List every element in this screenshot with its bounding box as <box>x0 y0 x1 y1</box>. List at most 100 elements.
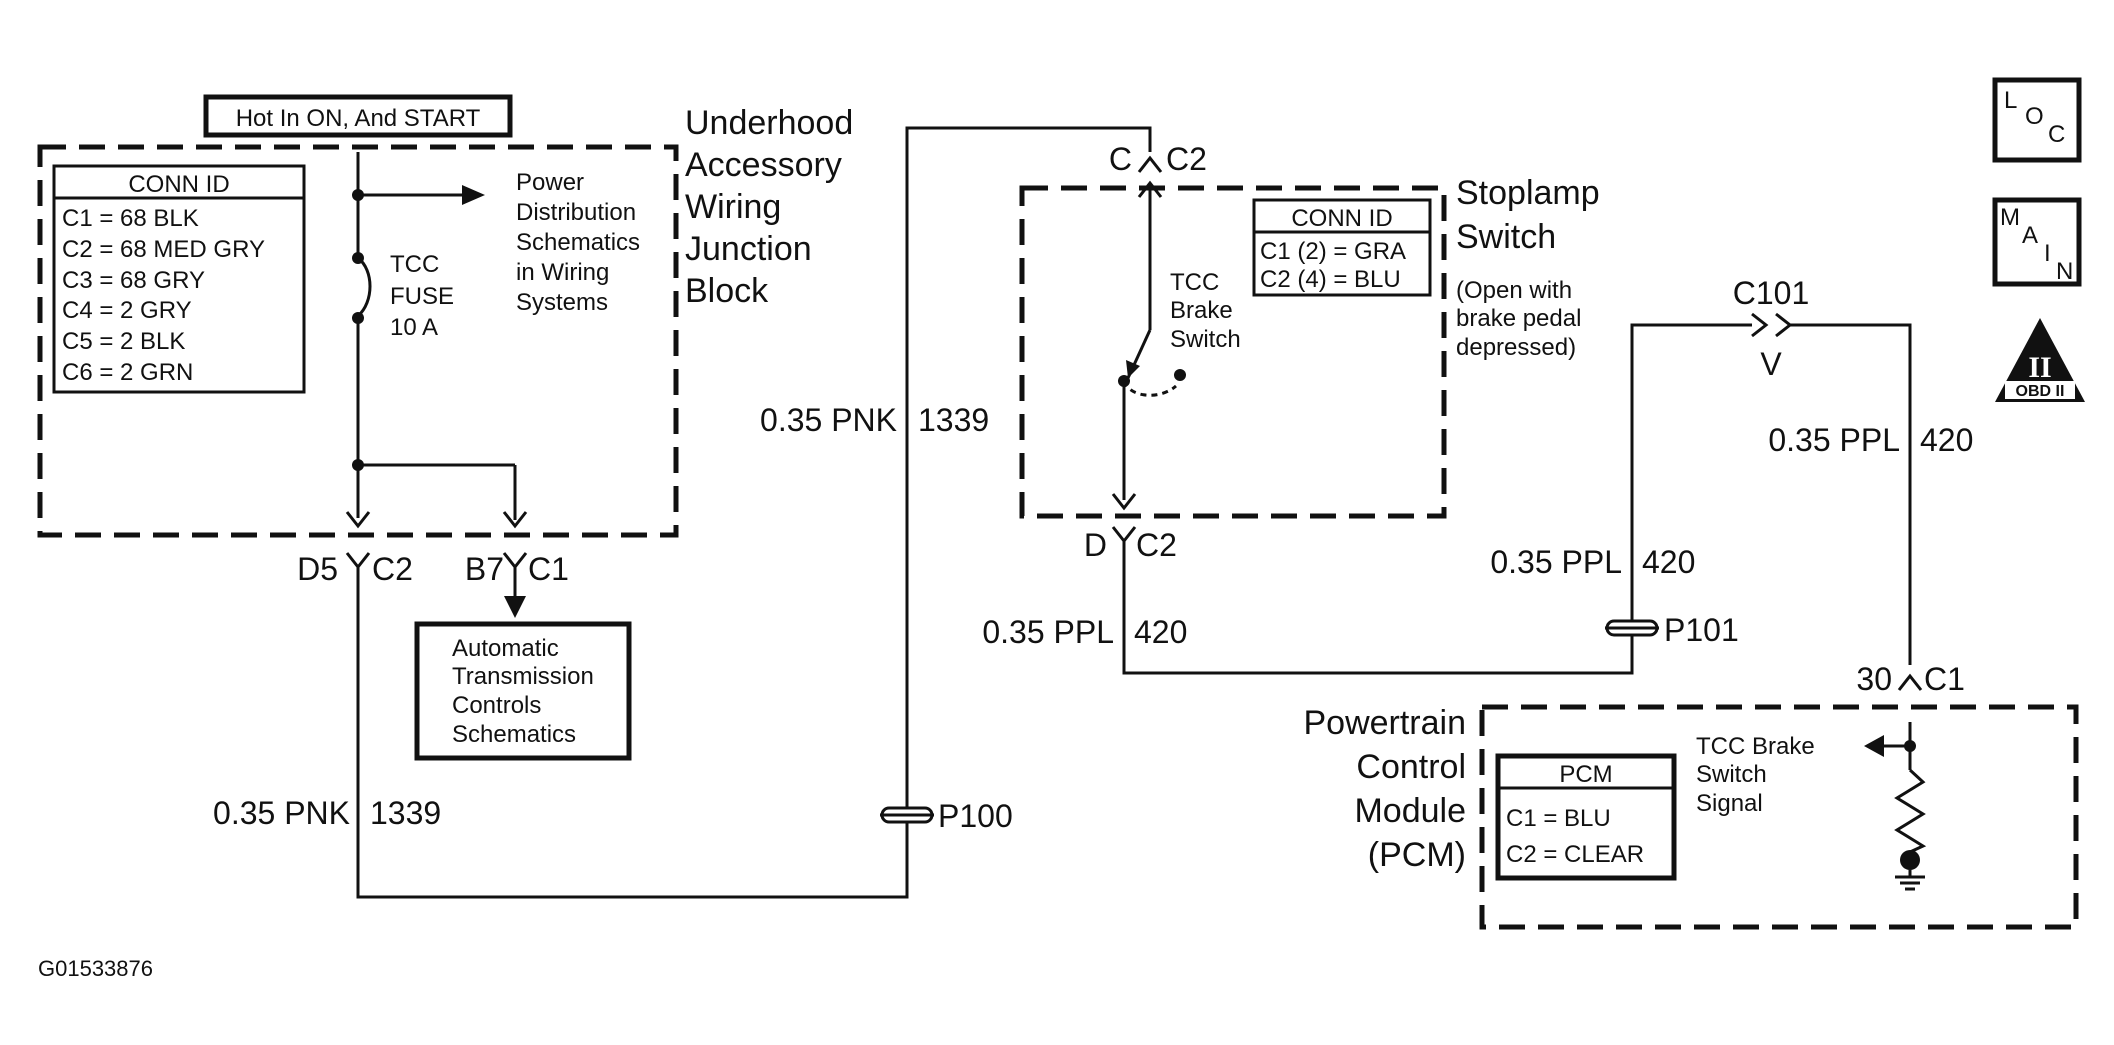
svg-text:C1: C1 <box>1924 661 1965 697</box>
svg-text:depressed): depressed) <box>1456 334 1576 361</box>
svg-text:M: M <box>2000 204 2020 231</box>
hot-in-label: Hot In ON, And START <box>236 105 481 132</box>
tcc-brake-switch-signal-label: TCC Brake Switch Signal <box>1696 733 1815 817</box>
pcm-input-circuit <box>1864 722 1927 891</box>
connector-c-c2-top: C C2 <box>1109 141 1207 177</box>
svg-text:C: C <box>1109 141 1132 177</box>
svg-text:C6 = 2 GRN: C6 = 2 GRN <box>62 359 193 386</box>
svg-text:C5 = 2 BLK: C5 = 2 BLK <box>62 328 185 355</box>
stoplamp-conn-id-table: CONN ID C1 (2) = GRA C2 (4) = BLU <box>1252 198 1432 297</box>
svg-text:L: L <box>2004 87 2017 114</box>
underhood-block-outline <box>37 144 679 538</box>
svg-text:OBD II: OBD II <box>2016 383 2065 400</box>
svg-text:C1 = BLU: C1 = BLU <box>1506 805 1611 832</box>
svg-text:FUSE: FUSE <box>390 283 454 310</box>
wire-ppl-circuit-3: 420 <box>1920 422 1973 458</box>
wire-pnk-circuit-upper: 1339 <box>918 402 989 438</box>
svg-text:C1 (2) = GRA: C1 (2) = GRA <box>1260 238 1406 265</box>
main-icon: M A I N <box>1992 197 2082 287</box>
svg-text:V: V <box>1760 346 1782 382</box>
connector-c101: C101 V <box>1733 275 1810 382</box>
svg-text:C: C <box>2048 121 2065 148</box>
svg-text:P100: P100 <box>938 798 1013 834</box>
svg-text:TCC Brake: TCC Brake <box>1696 733 1815 760</box>
wire-pnk-1339 <box>356 126 1152 899</box>
wire-ppl-420 <box>1122 323 1912 675</box>
svg-text:Block: Block <box>685 272 769 310</box>
svg-text:Power: Power <box>516 169 584 196</box>
svg-text:Signal: Signal <box>1696 790 1763 817</box>
svg-text:C2 = 68 MED GRY: C2 = 68 MED GRY <box>62 236 265 263</box>
loc-icon: L O C <box>1992 77 2082 163</box>
svg-text:P101: P101 <box>1664 612 1739 648</box>
svg-text:II: II <box>2028 351 2051 384</box>
wire-pnk-color-lower: 0.35 PNK <box>213 795 350 831</box>
connector-d5-c2: D5 C2 <box>297 551 413 587</box>
svg-text:Controls: Controls <box>452 692 541 719</box>
svg-text:N: N <box>2056 258 2073 285</box>
svg-text:Schematics: Schematics <box>452 721 576 748</box>
wire-ppl-color-3: 0.35 PPL <box>1768 422 1900 458</box>
svg-text:C2 = CLEAR: C2 = CLEAR <box>1506 841 1644 868</box>
svg-text:Control: Control <box>1356 748 1466 786</box>
underhood-internal-wiring <box>345 152 528 529</box>
splice-p100: P100 <box>880 798 1013 834</box>
svg-text:Switch: Switch <box>1696 761 1767 788</box>
wire-ppl-color-2: 0.35 PPL <box>1490 544 1622 580</box>
svg-text:I: I <box>2044 240 2051 267</box>
svg-text:Switch: Switch <box>1170 326 1241 353</box>
svg-text:10 A: 10 A <box>390 314 438 341</box>
svg-text:C1: C1 <box>528 551 569 587</box>
svg-text:B7: B7 <box>465 551 504 587</box>
svg-text:in Wiring: in Wiring <box>516 259 609 286</box>
svg-text:30: 30 <box>1856 661 1892 697</box>
svg-text:C2: C2 <box>1166 141 1207 177</box>
svg-text:CONN ID: CONN ID <box>128 171 229 198</box>
ground-node <box>1900 850 1920 870</box>
tcc-brake-switch-label: TCC Brake Switch <box>1170 269 1241 353</box>
connector-d-c2-bottom: D C2 <box>1084 526 1177 563</box>
svg-text:(PCM): (PCM) <box>1368 836 1466 874</box>
svg-text:Junction: Junction <box>685 230 812 268</box>
power-distribution-reference: Power Distribution Schematics in Wiring … <box>516 169 640 316</box>
figure-id: G01533876 <box>38 956 153 981</box>
svg-text:PCM: PCM <box>1559 761 1612 788</box>
obd-ii-icon: II OBD II <box>1995 318 2085 402</box>
tcc-fuse-label: TCC FUSE 10 A <box>390 251 454 341</box>
svg-text:CONN ID: CONN ID <box>1291 205 1392 232</box>
wire-pnk-color-upper: 0.35 PNK <box>760 402 897 438</box>
pcm-conn-id-table: PCM C1 = BLU C2 = CLEAR <box>1495 753 1677 881</box>
svg-text:Switch: Switch <box>1456 218 1556 256</box>
stoplamp-switch-title: Stoplamp Switch (Open with brake pedal d… <box>1456 174 1600 361</box>
wire-pnk-circuit-lower: 1339 <box>370 795 441 831</box>
svg-text:Underhood: Underhood <box>685 104 853 142</box>
splice-p101: P101 <box>1605 612 1739 648</box>
automatic-transmission-reference: Automatic Transmission Controls Schemati… <box>414 621 632 761</box>
svg-text:Automatic: Automatic <box>452 635 559 662</box>
svg-text:D: D <box>1084 527 1107 563</box>
underhood-conn-id-table: CONN ID C1 = 68 BLK C2 = 68 MED GRY C3 =… <box>52 164 306 394</box>
pcm-outline <box>1479 704 2079 930</box>
svg-text:C2: C2 <box>372 551 413 587</box>
svg-text:C4 = 2 GRY: C4 = 2 GRY <box>62 297 192 324</box>
svg-text:C3 = 68 GRY: C3 = 68 GRY <box>62 267 205 294</box>
svg-text:(Open with: (Open with <box>1456 277 1572 304</box>
wire-ppl-circuit-2: 420 <box>1642 544 1695 580</box>
svg-text:C101: C101 <box>1733 275 1810 311</box>
svg-text:Systems: Systems <box>516 289 608 316</box>
svg-text:Stoplamp: Stoplamp <box>1456 174 1600 212</box>
svg-text:Accessory: Accessory <box>685 146 842 184</box>
svg-text:brake pedal: brake pedal <box>1456 305 1581 332</box>
stoplamp-switch-contacts <box>1111 180 1186 511</box>
wire-ppl-circuit-1: 420 <box>1134 614 1187 650</box>
connector-b7-c1: B7 C1 <box>465 551 569 618</box>
svg-text:Distribution: Distribution <box>516 199 636 226</box>
svg-text:Powertrain: Powertrain <box>1303 704 1466 742</box>
svg-text:Module: Module <box>1354 792 1466 830</box>
svg-text:Brake: Brake <box>1170 297 1233 324</box>
stoplamp-switch-outline <box>1019 185 1447 519</box>
svg-text:D5: D5 <box>297 551 338 587</box>
underhood-title: Underhood Accessory Wiring Junction Bloc… <box>685 104 853 310</box>
svg-text:O: O <box>2025 103 2044 130</box>
